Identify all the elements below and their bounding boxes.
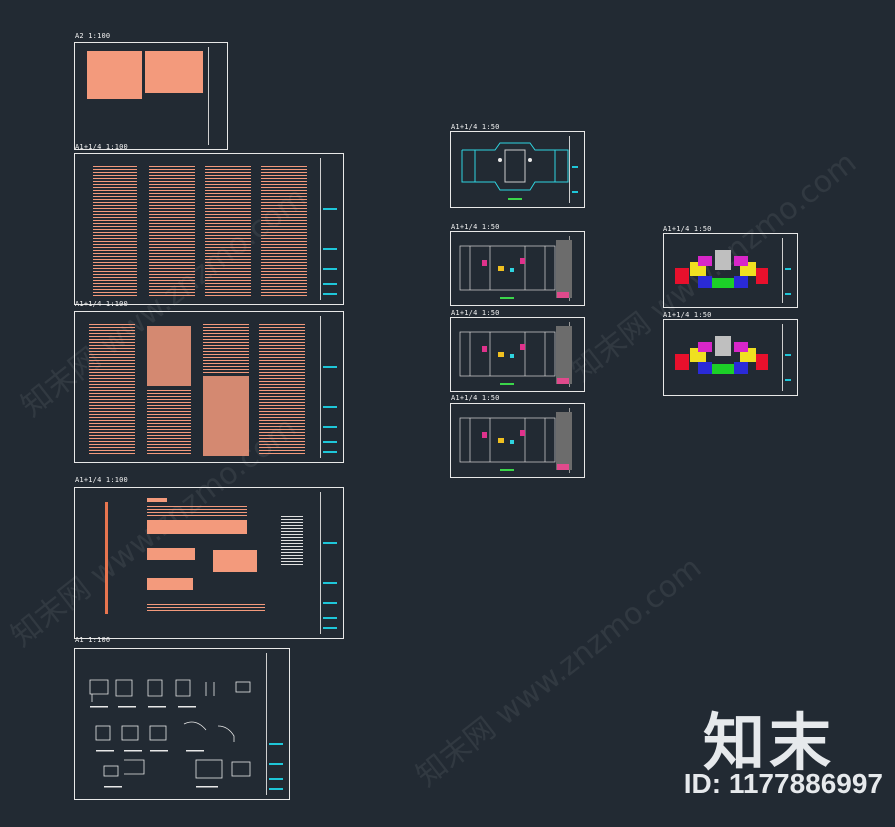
notes-column xyxy=(259,324,305,454)
text-table xyxy=(147,326,191,386)
title-block xyxy=(569,136,580,203)
title-block xyxy=(320,158,339,300)
detail-labels xyxy=(90,706,218,788)
roof-plan-outline xyxy=(461,142,569,191)
sheet-label: A1+1/4 1:50 xyxy=(451,309,500,317)
brand-logo: 知末 xyxy=(702,706,835,779)
drawing-sheet-notes-2[interactable] xyxy=(74,311,344,463)
roof-plan-detail xyxy=(498,149,532,200)
sheet-label: A1+1/4 1:50 xyxy=(451,123,500,131)
sheet-label: A1+1/4 1:50 xyxy=(451,394,500,402)
notes-column xyxy=(281,516,303,566)
text-table xyxy=(213,550,257,572)
text-table xyxy=(147,578,193,590)
sheet-label: A1+1/4 1:50 xyxy=(663,311,712,319)
notes-column xyxy=(147,604,265,612)
notes-column xyxy=(89,324,135,454)
floor-plan-roof[interactable] xyxy=(450,131,585,208)
notes-column xyxy=(261,166,307,296)
sheet-label: A1+1/4 1:50 xyxy=(451,223,500,231)
notes-column xyxy=(203,324,249,374)
sheet-label: A1+1/4 1:100 xyxy=(75,143,128,151)
image-id-label: ID: 1177886997 xyxy=(683,768,883,799)
system-riser xyxy=(105,502,108,614)
drawing-sheet-details[interactable] xyxy=(74,648,290,800)
sheet-label: A2 1:100 xyxy=(75,32,111,40)
title-block xyxy=(208,47,223,145)
text-table xyxy=(87,51,142,99)
notes-column xyxy=(147,506,247,518)
title-block xyxy=(320,492,339,634)
drawing-sheet-notes-1[interactable] xyxy=(74,153,344,305)
notes-column xyxy=(93,166,137,296)
title-block xyxy=(782,238,793,303)
drawing-sheet-a2[interactable] xyxy=(74,42,228,150)
title-block xyxy=(320,316,339,458)
text-table xyxy=(147,498,167,502)
sheet-label: A1+1/4 1:100 xyxy=(75,476,128,484)
floor-plan-graphics xyxy=(459,245,556,463)
notes-column xyxy=(149,166,195,296)
text-table xyxy=(147,520,247,534)
colored-plan-2 xyxy=(675,336,768,374)
title-block xyxy=(782,324,793,391)
sheet-label: A1 1:100 xyxy=(75,636,111,644)
floor-plan-accents xyxy=(482,240,572,471)
detail-sketches xyxy=(89,679,251,779)
notes-column xyxy=(147,390,191,454)
drawing-sheet-system[interactable] xyxy=(74,487,344,639)
floor-plan-colored-2[interactable] xyxy=(663,319,798,396)
colored-plan-1 xyxy=(675,250,768,288)
text-table xyxy=(203,376,249,456)
text-table xyxy=(145,51,203,93)
floor-plan-colored-1[interactable] xyxy=(663,233,798,308)
sheet-label: A1+1/4 1:50 xyxy=(663,225,712,233)
notes-column xyxy=(205,166,251,296)
text-table xyxy=(147,548,195,560)
title-block xyxy=(266,653,285,795)
sheet-label: A1+1/4 1:100 xyxy=(75,300,128,308)
